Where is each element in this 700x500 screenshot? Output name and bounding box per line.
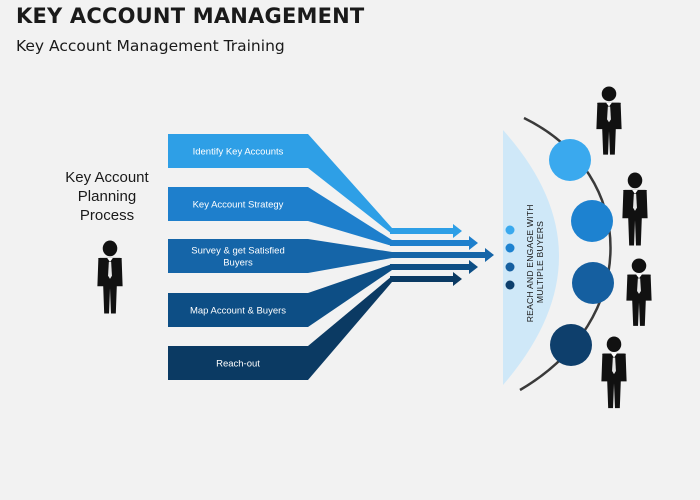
step-box	[168, 239, 308, 273]
step-box	[168, 134, 308, 168]
step-funnel	[308, 239, 392, 273]
buyer-person-icon	[622, 172, 648, 246]
bullet-dot	[505, 243, 515, 253]
step-arrow-shaft	[390, 240, 470, 246]
step-label-line: Identify Key Accounts	[193, 147, 284, 158]
bullet-dot	[505, 225, 515, 235]
step-label-line: Reach-out	[216, 359, 260, 370]
step-label-line: Buyers	[223, 258, 253, 269]
step-arrow-shaft	[390, 276, 454, 282]
planning-process-label-line: Planning	[77, 188, 137, 205]
target-label-line: MULTIPLE BUYERS	[535, 221, 545, 303]
target-semi-ellipse	[503, 130, 559, 385]
step-label-line: Key Account Strategy	[193, 200, 284, 211]
step-arrow-shaft	[390, 228, 454, 234]
target-label: REACH AND ENGAGE WITH MULTIPLE BUYERS	[525, 202, 545, 322]
step-arrow-head	[485, 248, 494, 262]
step-box	[168, 187, 308, 221]
step-label: Key Account Strategy	[193, 200, 284, 211]
step-arrow-head	[453, 224, 462, 238]
buyer-circle	[572, 262, 614, 304]
planning-process-label: Key Account Planning Process	[52, 168, 162, 225]
step-label: Identify Key Accounts	[193, 147, 284, 158]
step-arrow-shaft	[390, 252, 486, 258]
buyer-person-icon	[626, 258, 652, 326]
bullet-dot	[505, 280, 515, 290]
step-arrow-head	[453, 272, 462, 286]
planning-process-label-line: Key Account	[65, 169, 149, 186]
step-box	[168, 346, 308, 380]
step-arrow-head	[469, 236, 478, 250]
step-arrow-head	[469, 260, 478, 274]
bullet-dot	[505, 262, 515, 272]
step-funnel	[308, 187, 392, 246]
planning-process-label-line: Process	[79, 207, 135, 224]
buyer-person-icon	[596, 86, 622, 155]
buyer-circle	[550, 324, 592, 366]
buyer-person-icon	[601, 336, 627, 409]
buyer-circle	[549, 139, 591, 181]
planner-person-icon	[97, 240, 123, 314]
target-label-line: REACH AND ENGAGE WITH	[525, 204, 535, 322]
step-label: Map Account & Buyers	[190, 306, 286, 317]
step-funnel	[308, 276, 392, 380]
step-funnel	[308, 264, 392, 327]
step-box	[168, 293, 308, 327]
step-funnel	[308, 134, 392, 234]
step-label-line: Map Account & Buyers	[190, 306, 286, 317]
buyer-circle	[571, 200, 613, 242]
step-arrow-shaft	[390, 264, 470, 270]
step-label-line: Survey & get Satisfied	[191, 246, 284, 257]
page-title: KEY ACCOUNT MANAGEMENT	[16, 4, 365, 28]
page-subtitle: Key Account Management Training	[16, 37, 285, 55]
step-label: Reach-out	[216, 359, 260, 370]
